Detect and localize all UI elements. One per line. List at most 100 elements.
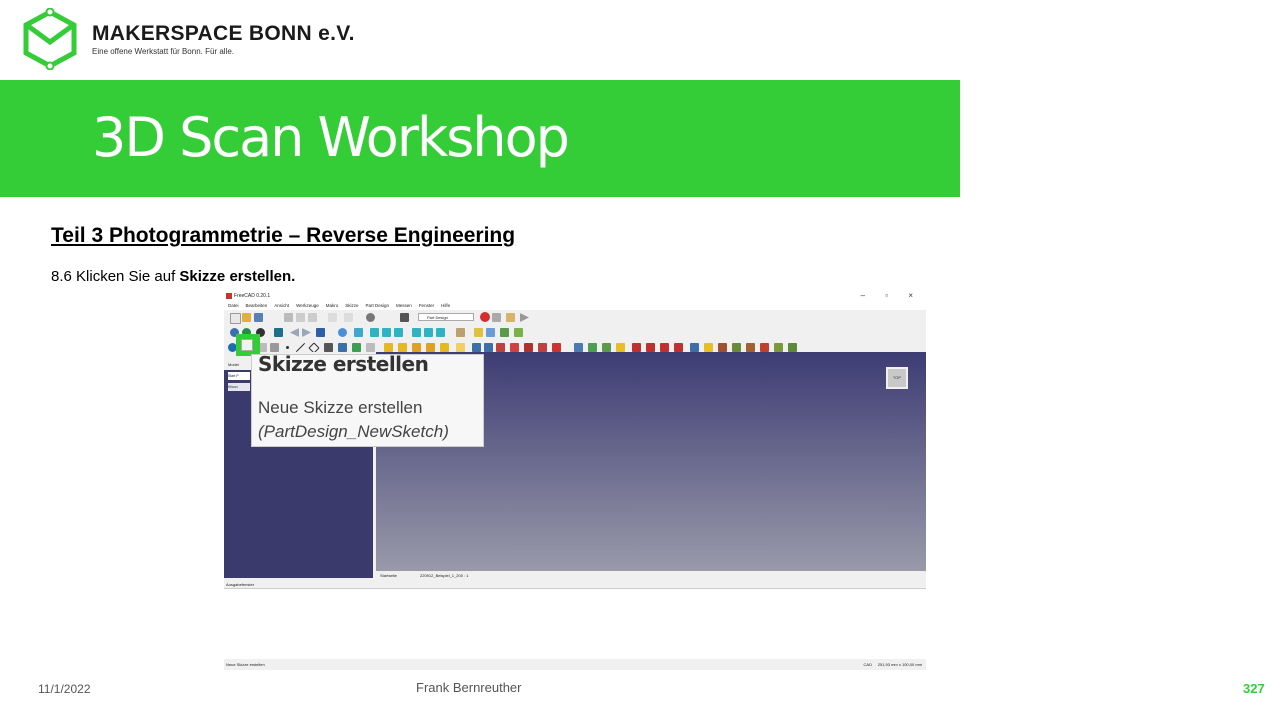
view-bottom-icon[interactable]	[424, 328, 433, 337]
shape-binder-icon[interactable]	[270, 343, 279, 352]
body-icon[interactable]	[228, 343, 237, 352]
mirrored-icon[interactable]	[538, 343, 547, 352]
pad-icon[interactable]	[338, 343, 347, 352]
subtractive-primitive-icon[interactable]	[456, 343, 465, 352]
linear-pattern-icon[interactable]	[552, 343, 561, 352]
shaft-wizard-icon[interactable]	[718, 343, 727, 352]
slide-title: 3D Scan Workshop	[92, 106, 570, 169]
validate-sketch-icon[interactable]	[788, 343, 797, 352]
clone-icon[interactable]	[258, 343, 267, 352]
measure-icon[interactable]	[456, 328, 465, 337]
save-icon[interactable]	[254, 313, 263, 322]
view-right-icon[interactable]	[394, 328, 403, 337]
macro-edit-icon[interactable]	[506, 313, 515, 322]
menu-messen[interactable]: Messen	[396, 303, 412, 308]
additive-primitives-icon[interactable]	[384, 343, 393, 352]
thickness-icon[interactable]	[616, 343, 625, 352]
additive-helix-icon[interactable]	[426, 343, 435, 352]
menu-bearbeiten[interactable]: Bearbeiten	[245, 303, 268, 308]
subtractive-pipe-icon[interactable]	[484, 343, 493, 352]
model-tab[interactable]: Model	[228, 362, 239, 367]
forward-arrow-icon[interactable]	[302, 328, 311, 337]
workbench-selector[interactable]: Part Design	[418, 313, 474, 321]
cut-icon[interactable]	[284, 313, 293, 322]
sprocket-icon[interactable]	[690, 343, 699, 352]
navigation-style[interactable]: CAD	[863, 662, 872, 667]
inspect-icon[interactable]	[746, 343, 755, 352]
stereo-icon[interactable]	[274, 328, 283, 337]
toolbar-view	[224, 325, 926, 341]
groove-icon[interactable]	[510, 343, 519, 352]
tooltip-title: Skizze erstellen	[258, 352, 429, 376]
tab-document[interactable]: 220912_Beispiel_1_200 : 1	[420, 573, 469, 578]
window-controls[interactable]: – ▫ ×	[860, 291, 922, 300]
hole-icon[interactable]	[524, 343, 533, 352]
menu-werkzeuge[interactable]: Werkzeuge	[296, 303, 319, 308]
copy-icon[interactable]	[296, 313, 305, 322]
subtractive-loft-icon[interactable]	[472, 343, 481, 352]
zoom-icon[interactable]	[338, 328, 347, 337]
view-rear-icon[interactable]	[412, 328, 421, 337]
subtractive-helix-icon[interactable]	[496, 343, 505, 352]
freecad-menubar: Datei Bearbeiten Ansicht Werkzeuge Makro…	[224, 302, 926, 310]
additive-loft-icon[interactable]	[398, 343, 407, 352]
status-bar: Neue Skizze erstellen CAD 251,93 mm x 10…	[224, 659, 926, 670]
new-file-icon[interactable]	[230, 313, 241, 324]
section-title: Teil 3 Photogrammetrie – Reverse Enginee…	[51, 224, 516, 247]
menu-makro[interactable]: Makro	[325, 303, 339, 308]
tree-item-start[interactable]: Start P	[228, 372, 250, 380]
menu-hilfe[interactable]: Hilfe	[441, 303, 451, 308]
datum-line-icon[interactable]	[296, 343, 305, 352]
boolean-icon[interactable]	[632, 343, 641, 352]
draft-icon[interactable]	[602, 343, 611, 352]
macro-record-icon[interactable]	[480, 312, 490, 322]
pocket-icon[interactable]	[366, 343, 375, 352]
polar-pattern-icon[interactable]	[646, 343, 655, 352]
scaled-icon[interactable]	[674, 343, 683, 352]
fit-all-icon[interactable]	[230, 328, 239, 337]
gear-icon[interactable]	[704, 343, 713, 352]
back-arrow-icon[interactable]	[290, 328, 299, 337]
fillet-icon[interactable]	[574, 343, 583, 352]
menu-part-design[interactable]: Part Design	[365, 303, 390, 308]
refresh-icon[interactable]	[366, 313, 375, 322]
open-file-icon[interactable]	[242, 313, 251, 322]
nav-book-icon[interactable]	[316, 328, 325, 337]
additive-pipe-icon[interactable]	[412, 343, 421, 352]
additive-box-icon[interactable]	[440, 343, 449, 352]
group-icon[interactable]	[486, 328, 495, 337]
whats-this-icon[interactable]	[400, 313, 409, 322]
menu-skizze[interactable]: Skizze	[345, 303, 359, 308]
view-left-icon[interactable]	[436, 328, 445, 337]
chamfer-icon[interactable]	[588, 343, 597, 352]
view-isometric-icon[interactable]	[354, 328, 363, 337]
sketch-on-face-icon[interactable]	[760, 343, 769, 352]
revolution-icon[interactable]	[352, 343, 361, 352]
view-front-icon[interactable]	[370, 328, 379, 337]
step-instruction: 8.6 Klicken Sie auf Skizze erstellen.	[51, 268, 295, 285]
tree-item-body[interactable]: Klicon	[228, 383, 250, 391]
undo-icon[interactable]	[328, 313, 337, 322]
view-top-icon[interactable]	[382, 328, 391, 337]
redo-icon[interactable]	[344, 313, 353, 322]
paste-icon[interactable]	[308, 313, 317, 322]
local-cs-icon[interactable]	[324, 343, 333, 352]
tab-startseite[interactable]: Startseite	[380, 573, 397, 578]
menu-fenster[interactable]: Fenster	[418, 303, 435, 308]
menu-datei[interactable]: Datei	[228, 303, 239, 308]
navigation-cube[interactable]: TOP	[886, 367, 908, 389]
edit-sketch-icon[interactable]	[774, 343, 783, 352]
create-sketch-button[interactable]	[241, 339, 253, 351]
part-icon[interactable]	[474, 328, 483, 337]
macro-run-icon[interactable]	[520, 313, 529, 322]
multitransform-icon[interactable]	[660, 343, 669, 352]
macro-stop-icon[interactable]	[492, 313, 501, 322]
migrate-icon[interactable]	[732, 343, 741, 352]
menu-ansicht[interactable]: Ansicht	[274, 303, 290, 308]
link-actions-icon[interactable]	[514, 328, 523, 337]
link-icon[interactable]	[500, 328, 509, 337]
draw-style-icon[interactable]	[256, 328, 265, 337]
datum-point-icon[interactable]	[286, 346, 289, 349]
tooltip-command: (PartDesign_NewSketch)	[258, 422, 449, 441]
fit-selection-icon[interactable]	[242, 328, 251, 337]
